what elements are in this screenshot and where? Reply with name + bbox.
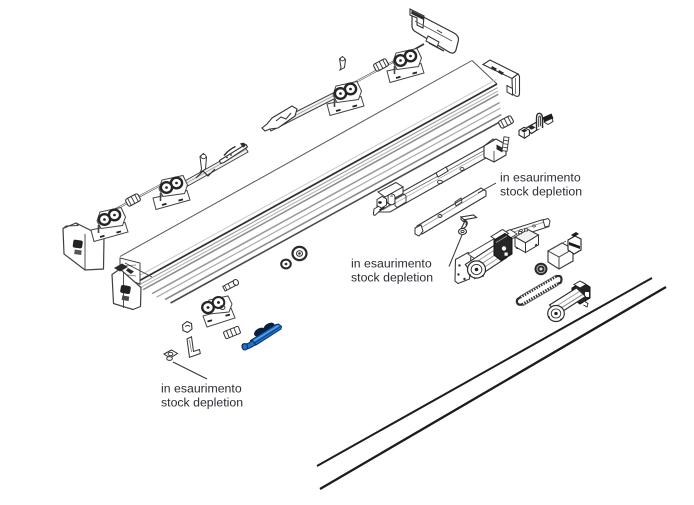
svg-text:in esaurimento: in esaurimento — [161, 382, 242, 396]
svg-text:in esaurimento: in esaurimento — [351, 257, 432, 271]
svg-text:stock depletion: stock depletion — [161, 396, 243, 410]
svg-text:stock depletion: stock depletion — [500, 185, 582, 199]
svg-text:in esaurimento: in esaurimento — [500, 171, 581, 185]
svg-text:stock depletion: stock depletion — [351, 271, 433, 285]
